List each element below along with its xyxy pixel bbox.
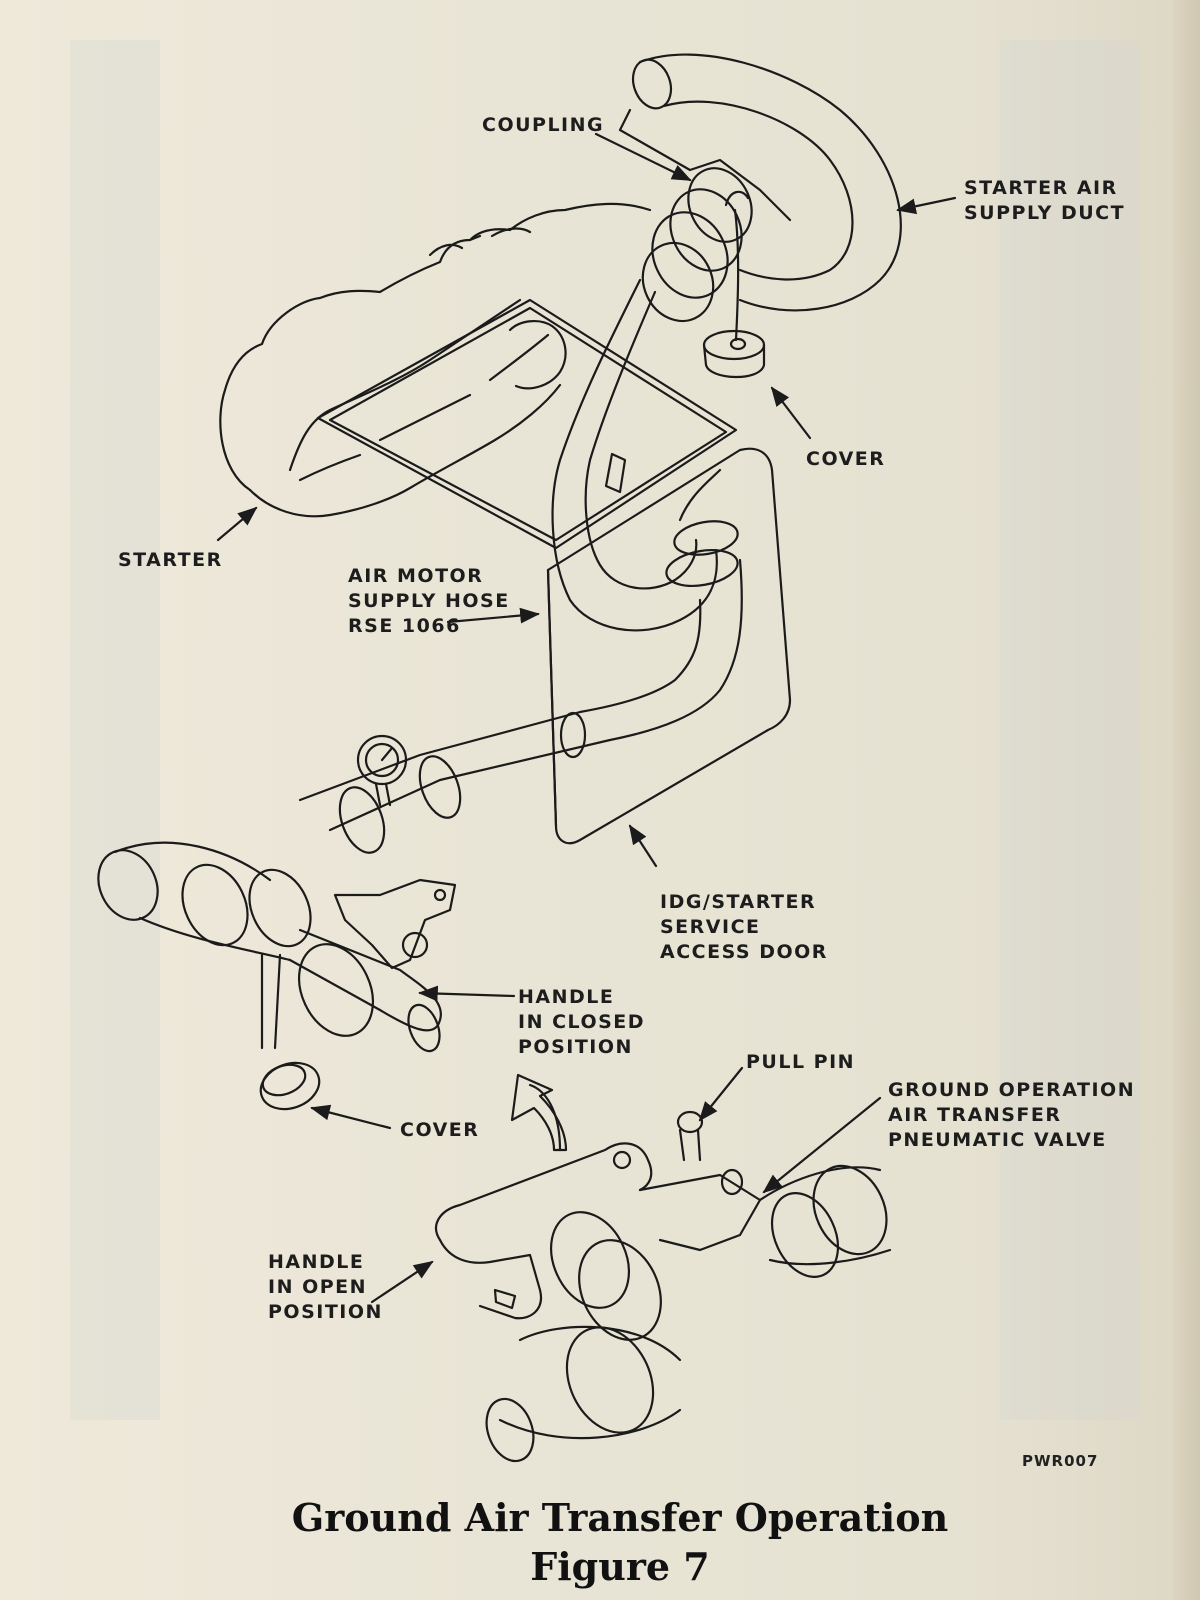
label-ground-operation-valve: GROUND OPERATION AIR TRANSFER PNEUMATIC … [888, 1078, 1135, 1153]
label-starter-air-supply-duct: STARTER AIR SUPPLY DUCT [964, 176, 1125, 226]
label-line: ACCESS DOOR [660, 941, 828, 963]
show-through-right [1000, 40, 1140, 1420]
figure-reference-code: PWR007 [1022, 1452, 1099, 1470]
starter-air-supply-duct [618, 53, 902, 312]
valve-assembly-open [435, 1110, 892, 1463]
cover-top-part [702, 329, 766, 379]
label-line: PNEUMATIC VALVE [888, 1129, 1107, 1151]
label-cover-top: COVER [806, 448, 886, 470]
air-motor-supply-hose [551, 278, 739, 632]
label-line: RSE 1066 [348, 615, 461, 637]
coupling [641, 167, 753, 342]
leader-lines [216, 132, 957, 1304]
caption-title: Ground Air Transfer Operation [291, 1495, 949, 1540]
label-line: HANDLE [268, 1251, 365, 1273]
cover-bottom-part [259, 1061, 321, 1111]
label-handle-closed: HANDLE IN CLOSED POSITION [518, 985, 645, 1060]
label-line: SERVICE [660, 916, 761, 938]
label-line: HANDLE [518, 986, 615, 1008]
label-line: IN OPEN [268, 1276, 368, 1298]
caption-figure-number: Figure 7 [530, 1544, 710, 1589]
label-line: AIR MOTOR [348, 565, 484, 587]
idg-starter-service-access-door [546, 447, 792, 845]
page-gutter [1172, 0, 1200, 1600]
main-duct [298, 558, 743, 854]
pressure-gauge [356, 734, 408, 807]
label-handle-open: HANDLE IN OPEN POSITION [268, 1250, 383, 1325]
label-idg-starter-service-access-door: IDG/STARTER SERVICE ACCESS DOOR [660, 890, 828, 965]
label-air-motor-supply-hose: AIR MOTOR SUPPLY HOSE RSE 1066 [348, 564, 510, 639]
label-line: STARTER AIR [964, 177, 1118, 199]
show-through-left [70, 40, 160, 1420]
label-starter: STARTER [118, 549, 223, 571]
label-line: GROUND OPERATION [888, 1079, 1136, 1101]
label-line: POSITION [268, 1301, 383, 1323]
label-line: AIR TRANSFER [888, 1104, 1062, 1126]
label-line: IN CLOSED [518, 1011, 646, 1033]
label-cover-bottom: COVER [400, 1119, 480, 1141]
left-duct-and-valve [97, 841, 457, 1053]
label-line: POSITION [518, 1036, 633, 1058]
label-line: SUPPLY HOSE [348, 590, 510, 612]
movement-arrow [510, 1073, 568, 1152]
label-coupling: COUPLING [482, 114, 605, 136]
label-pull-pin: PULL PIN [746, 1051, 856, 1073]
label-line: IDG/STARTER [660, 891, 817, 913]
starter-access-frame [316, 298, 738, 550]
label-line: SUPPLY DUCT [964, 202, 1126, 224]
